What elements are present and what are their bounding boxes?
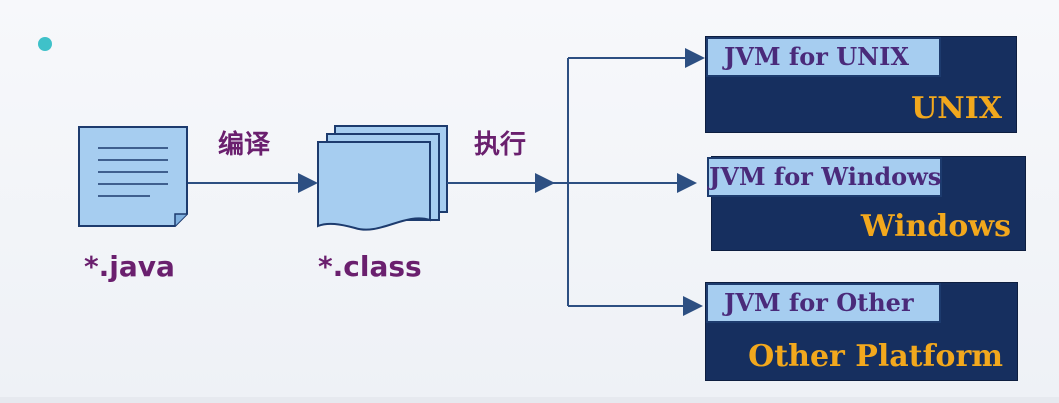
java-file-label: *.java [84, 250, 175, 283]
platform-other-name: Other Platform [748, 339, 1003, 374]
class-file-label: *.class [318, 250, 422, 283]
compile-label: 编译 [218, 130, 271, 160]
execute-label: 执行 [474, 130, 527, 160]
platform-windows: JVM for Windows Windows [707, 156, 1026, 251]
platform-other: JVM for Other Other Platform [705, 282, 1018, 381]
jvm-other-label: JVM for Other [706, 283, 941, 323]
jvm-unix-label: JVM for UNIX [706, 37, 941, 77]
branch-connector [553, 48, 705, 316]
slide-bottom-edge [0, 397, 1059, 403]
platform-unix-name: UNIX [911, 91, 1002, 126]
class-files-icon [317, 125, 448, 231]
java-file-icon [78, 126, 188, 227]
platform-windows-name: Windows [860, 209, 1011, 244]
jvm-windows-label: JVM for Windows [707, 157, 942, 197]
bullet-point [38, 37, 52, 51]
platform-unix: JVM for UNIX UNIX [705, 36, 1017, 133]
